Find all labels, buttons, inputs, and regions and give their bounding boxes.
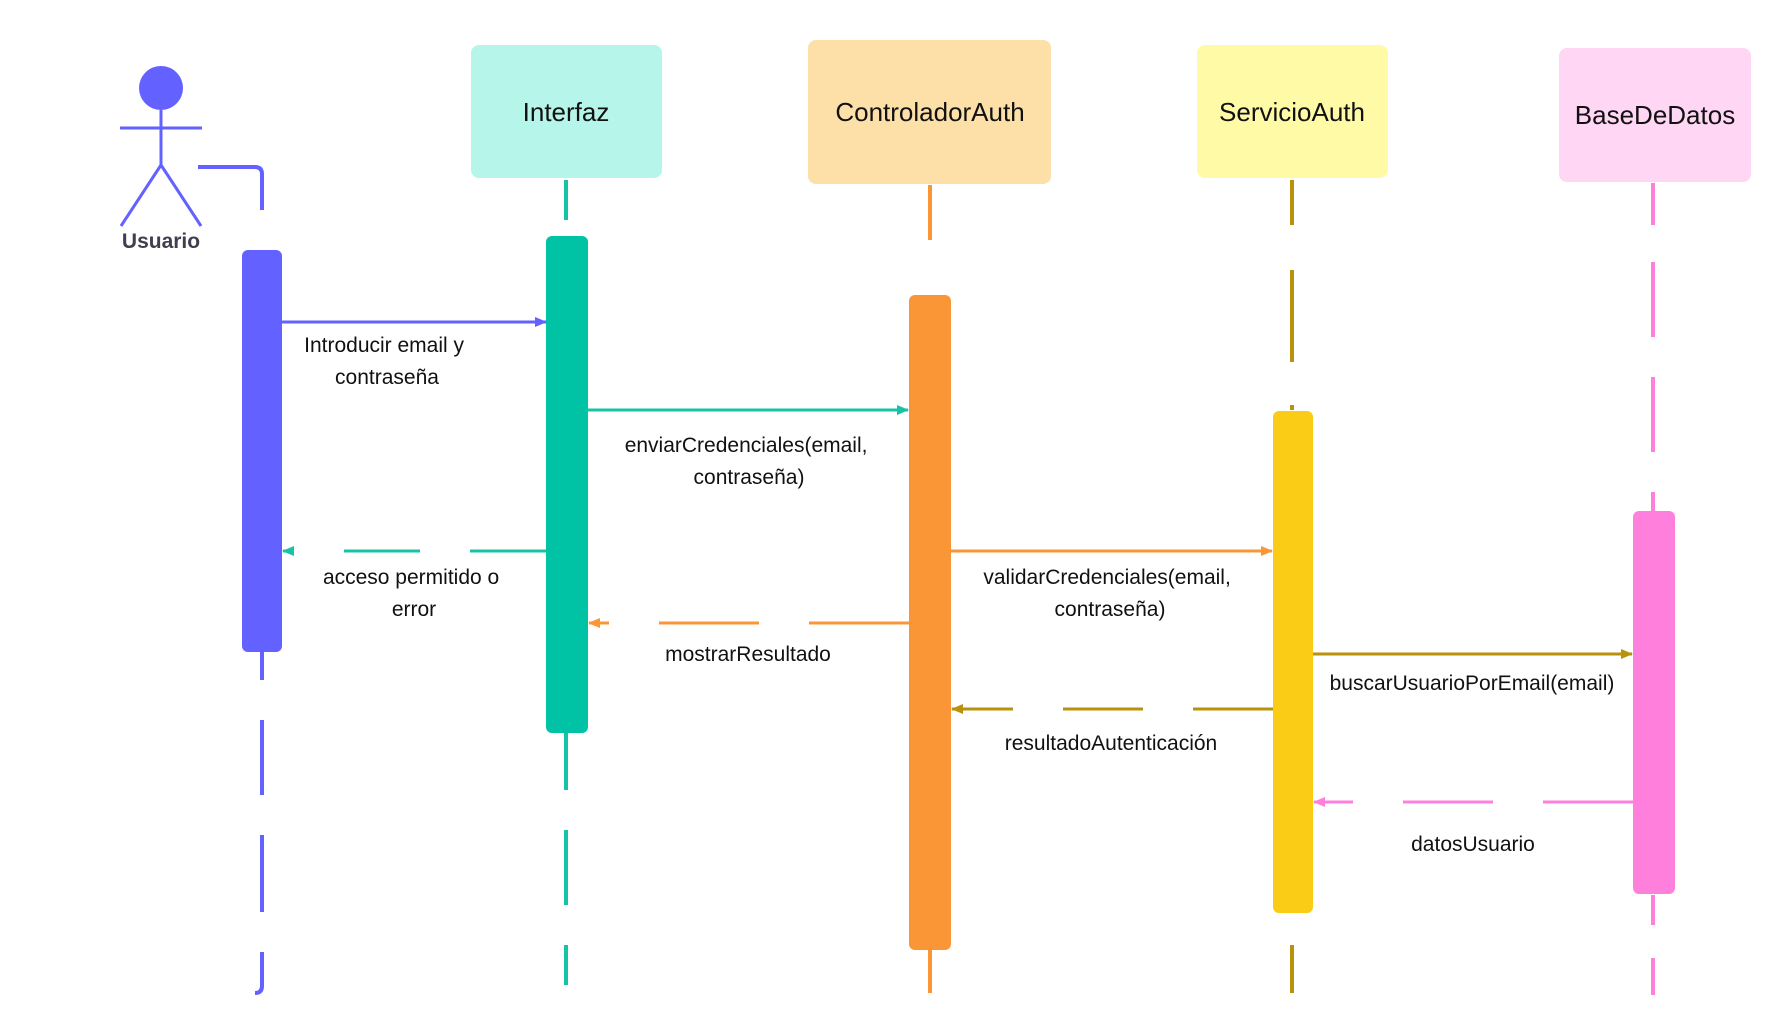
participant-label: Interfaz [523,97,610,127]
participant-label: BaseDeDatos [1575,100,1735,130]
message-introducir-email: Introducir email y contraseña [282,317,547,389]
message-resultado-autenticacion: resultadoAutenticación [951,704,1273,755]
message-label: validarCredenciales(email, contraseña) [983,566,1236,621]
message-buscar-usuario: buscarUsuarioPorEmail(email) [1313,649,1633,695]
participant-bd: BaseDeDatos [1559,48,1751,182]
message-validar-credenciales: validarCredenciales(email, contraseña) [951,546,1273,621]
participant-box [471,45,662,178]
message-label: datosUsuario [1411,833,1535,856]
actor-label: Usuario [122,230,200,253]
message-label: enviarCredenciales(email, contraseña) [625,434,874,489]
participant-box [808,40,1051,184]
participant-box [1197,45,1388,178]
participant-interfaz: Interfaz [471,45,662,178]
message-label: acceso permitido o error [323,566,505,621]
participant-servicio: ServicioAuth [1197,45,1388,178]
message-mostrar-resultado: mostrarResultado [588,618,909,666]
participant-controlador: ControladorAuth [808,40,1051,184]
participant-label: ServicioAuth [1219,97,1365,127]
activation-bar-bd [1633,511,1675,894]
message-label: mostrarResultado [665,643,831,666]
message-acceso-permitido: acceso permitido o error [282,546,546,621]
activation-bar-servicio [1273,411,1313,913]
participant-box [1559,48,1751,182]
participant-label: ControladorAuth [835,97,1024,127]
activation-bar-interfaz [546,236,588,733]
stick-figure-icon [119,66,203,227]
activation-bar-usuario [242,250,282,652]
message-label: resultadoAutenticación [1005,732,1217,755]
message-label: Introducir email y contraseña [304,334,470,389]
message-datos-usuario: datosUsuario [1313,797,1633,856]
activation-bar-controlador [909,295,951,950]
message-enviar-credenciales: enviarCredenciales(email, contraseña) [588,405,909,489]
message-label: buscarUsuarioPorEmail(email) [1330,672,1615,695]
actor-usuario: Usuario [119,66,203,253]
